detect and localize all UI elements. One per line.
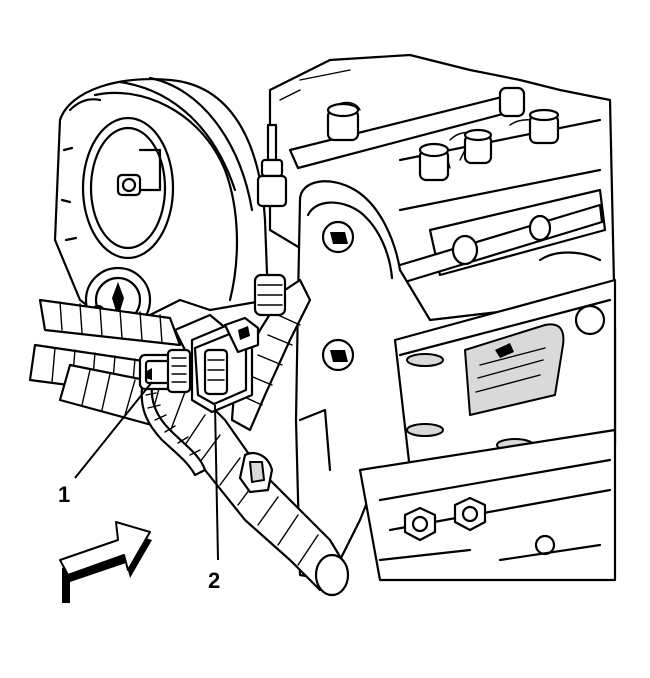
leader-line-2 — [214, 404, 219, 561]
callout-1: 1 — [58, 381, 153, 507]
fuel-injectors — [326, 102, 560, 182]
callout-label-2: 2 — [208, 568, 220, 593]
view-direction-arrow — [59, 521, 152, 603]
leader-line-1 — [74, 381, 153, 479]
cam-sensor-cover — [81, 116, 175, 260]
mounting-stud — [256, 123, 288, 208]
connector-1 — [138, 348, 192, 394]
callout-label-1: 1 — [58, 482, 70, 507]
connector-2 — [190, 316, 260, 414]
bolt-right — [453, 496, 487, 532]
lower-engine — [358, 428, 617, 582]
callout-2: 2 — [208, 404, 220, 593]
bolt-left — [403, 506, 437, 542]
